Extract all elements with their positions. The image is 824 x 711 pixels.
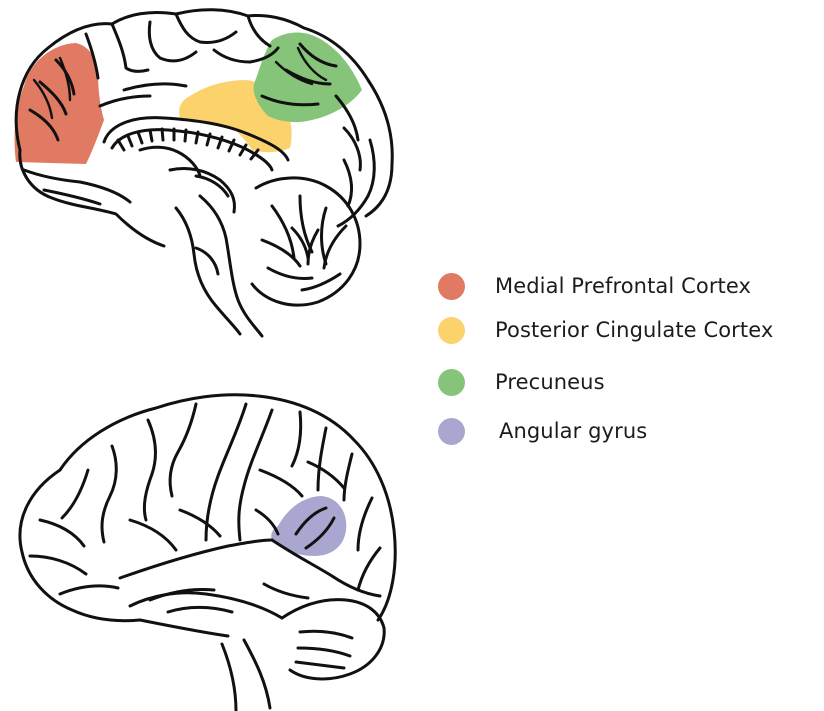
legend-label: Precuneus	[495, 370, 605, 394]
legend-item-medial-prefrontal-cortex: Medial Prefrontal Cortex	[438, 269, 751, 303]
legend-color-dot	[438, 273, 465, 300]
legend-item-precuneus: Precuneus	[438, 365, 605, 399]
legend-label: Medial Prefrontal Cortex	[495, 274, 751, 298]
legend-color-dot	[438, 317, 465, 344]
legend-label: Angular gyrus	[499, 419, 647, 443]
lateral-brain-illustration	[0, 0, 410, 711]
legend-label: Posterior Cingulate Cortex	[495, 318, 773, 342]
legend-item-posterior-cingulate-cortex: Posterior Cingulate Cortex	[438, 313, 773, 347]
legend-color-dot	[438, 369, 465, 396]
legend-item-angular-gyrus: Angular gyrus	[438, 414, 647, 448]
legend-color-dot	[438, 418, 465, 445]
